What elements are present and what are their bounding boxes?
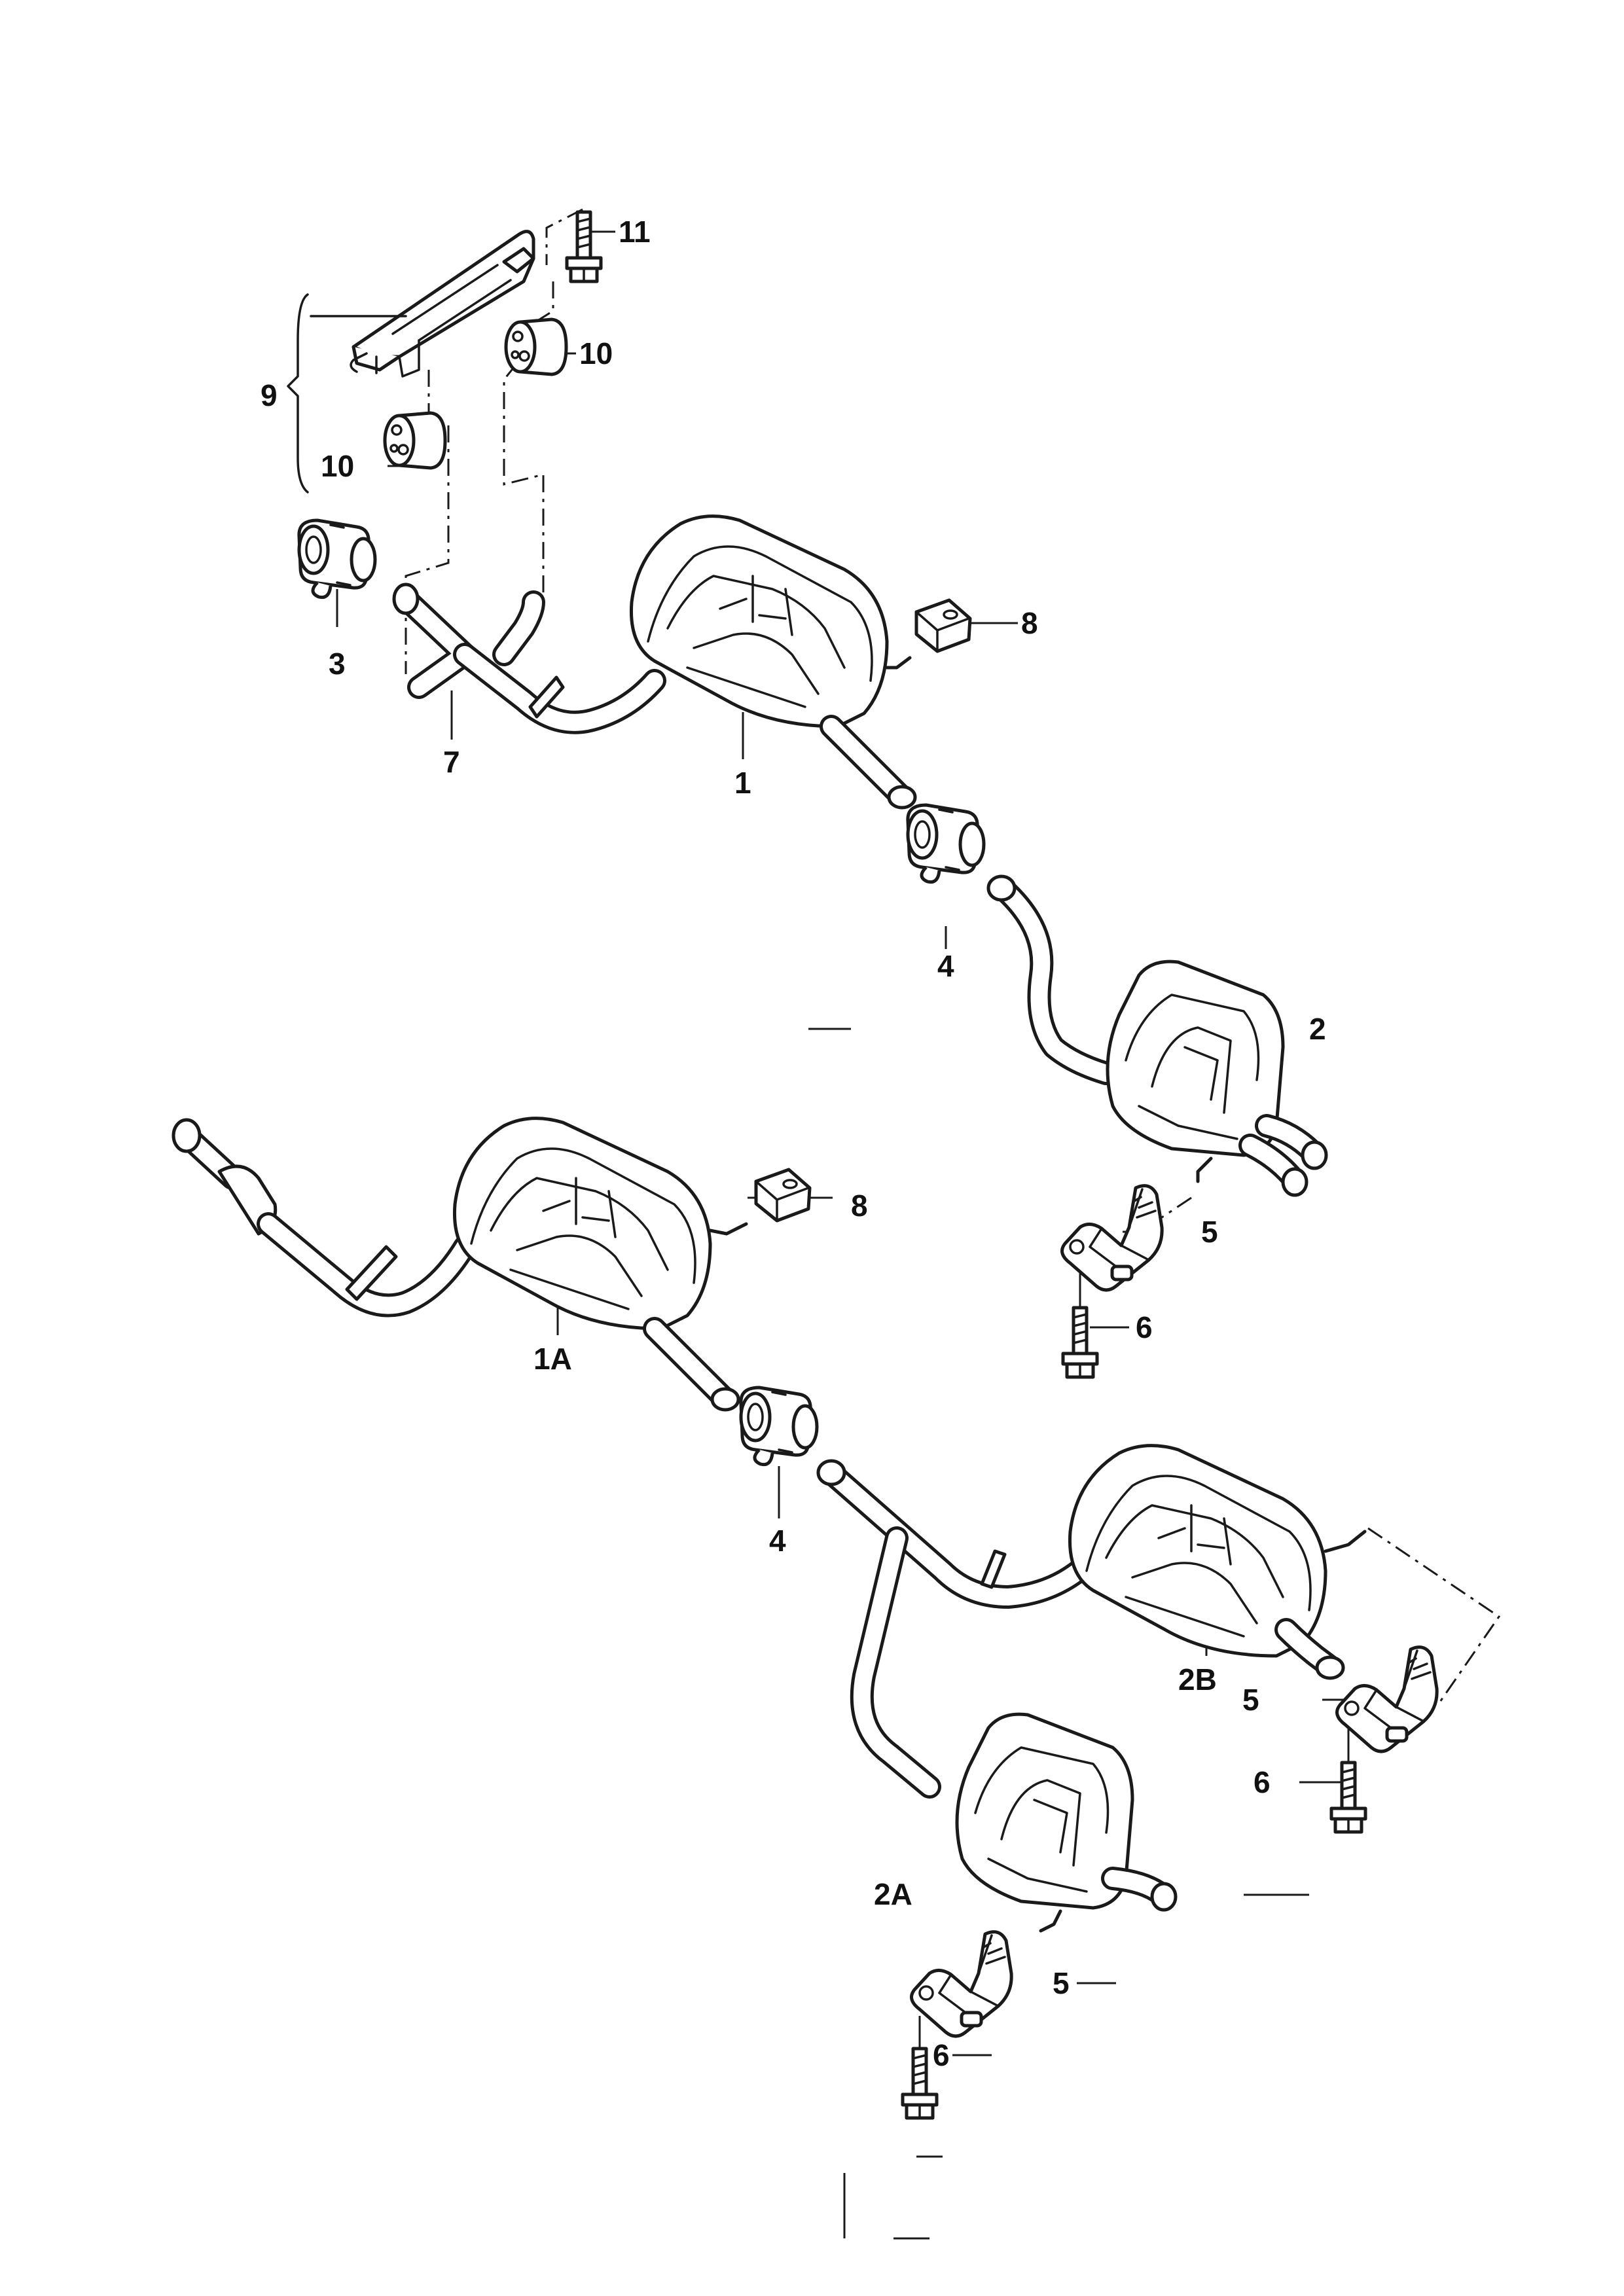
rear-muffler-2 bbox=[986, 874, 1328, 1225]
mounting-bracket-assembly bbox=[287, 208, 601, 674]
muffler-1a bbox=[452, 1117, 748, 1412]
callout-1a: 1A bbox=[533, 1342, 572, 1376]
callout-2b: 2B bbox=[1178, 1662, 1217, 1696]
rubber-mount-upper bbox=[506, 319, 566, 374]
callout-11: 11 bbox=[619, 215, 651, 249]
bolt-11 bbox=[567, 212, 601, 281]
callout-10-upper: 10 bbox=[579, 336, 613, 370]
clamp-3 bbox=[299, 520, 375, 598]
callout-9: 9 bbox=[261, 378, 278, 412]
callout-5-middle: 5 bbox=[1242, 1683, 1259, 1717]
clamp-4-lower bbox=[741, 1388, 817, 1465]
support-bracket-5b bbox=[1337, 1647, 1437, 1751]
callout-10-lower: 10 bbox=[321, 449, 354, 483]
rubber-hanger-8-upper bbox=[916, 600, 970, 651]
callout-5-lower: 5 bbox=[1053, 1966, 1070, 2000]
callout-5-upper: 5 bbox=[1201, 1215, 1218, 1249]
callout-8-upper: 8 bbox=[1021, 606, 1038, 640]
callout-3: 3 bbox=[329, 647, 346, 681]
bolt-6a bbox=[1063, 1308, 1097, 1377]
callout-6-lower: 6 bbox=[933, 2038, 950, 2072]
y-pipe bbox=[816, 1459, 1098, 1799]
rubber-mount-lower bbox=[385, 413, 445, 468]
muffler-1 bbox=[629, 514, 917, 810]
callout-labels: 11 10 9 10 3 8 7 1 4 2 8 5 6 1A 4 2B 5 6… bbox=[261, 215, 1326, 2072]
callout-2: 2 bbox=[1309, 1012, 1326, 1046]
callout-7: 7 bbox=[443, 745, 460, 779]
muffler-2b bbox=[1068, 1444, 1501, 1702]
front-pipe-7 bbox=[392, 583, 666, 734]
callout-6-middle: 6 bbox=[1254, 1765, 1271, 1799]
support-bracket-5a bbox=[1062, 1186, 1163, 1290]
muffler-2a bbox=[955, 1712, 1178, 1933]
bolt-6b bbox=[1331, 1763, 1365, 1832]
callout-2a: 2A bbox=[874, 1877, 912, 1911]
support-bracket-5c bbox=[912, 1932, 1012, 2036]
front-pipe-1a bbox=[171, 1118, 477, 1318]
callout-8-lower: 8 bbox=[851, 1189, 868, 1223]
callout-6-upper: 6 bbox=[1136, 1310, 1153, 1344]
bolt-6c bbox=[903, 2049, 937, 2118]
callout-4-upper: 4 bbox=[937, 949, 954, 983]
clamp-4-upper bbox=[908, 805, 984, 882]
callout-4-lower: 4 bbox=[769, 1524, 786, 1558]
callout-1: 1 bbox=[734, 766, 751, 800]
rubber-hanger-8-lower bbox=[756, 1170, 810, 1221]
